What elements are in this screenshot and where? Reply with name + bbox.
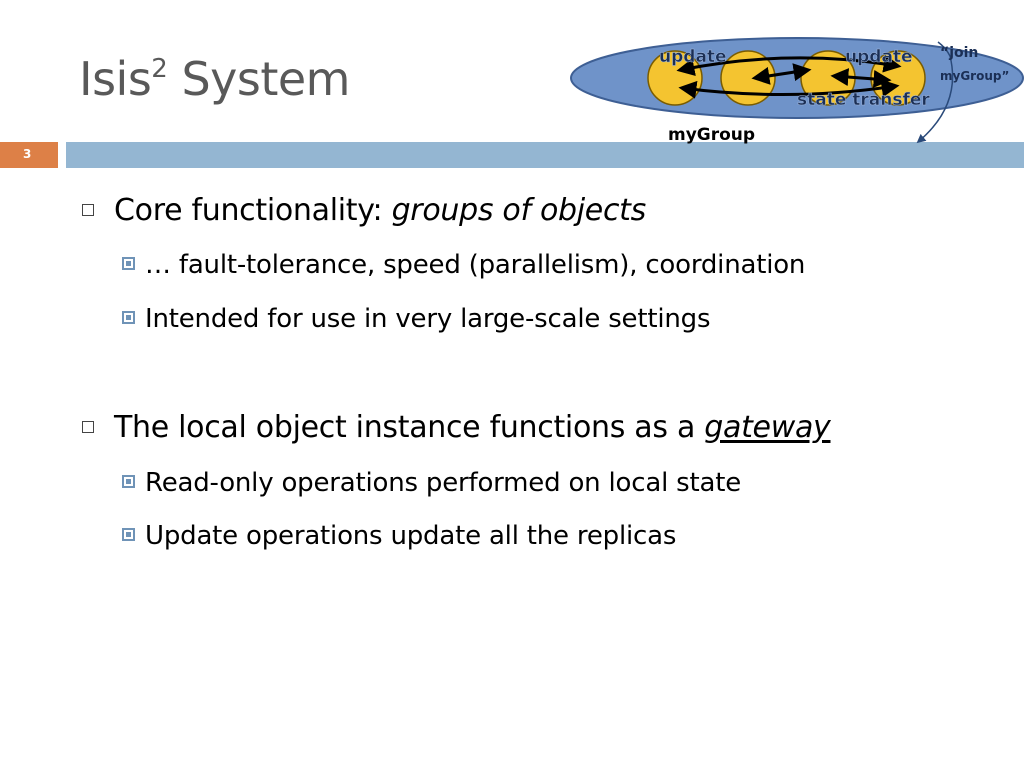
- sub-bullet-1-1: … fault-tolerance, speed (parallelism), …: [122, 250, 805, 280]
- bullet-box-icon: [82, 204, 94, 216]
- sub-bullet-1-1-text: … fault-tolerance, speed (parallelism), …: [145, 250, 806, 280]
- sub-bullet-2-2: Update operations update all the replica…: [122, 521, 676, 551]
- sub-bullet-icon: [122, 475, 135, 488]
- slide-number: 3: [23, 147, 32, 161]
- update-label-right: update: [845, 47, 913, 67]
- sub-bullet-icon: [122, 528, 135, 541]
- header-bar: [66, 142, 1024, 168]
- sub-bullet-2-2-text: Update operations update all the replica…: [145, 521, 677, 551]
- title-superscript: 2: [151, 53, 168, 84]
- join-label-line2: myGroup”: [940, 69, 1009, 83]
- join-arrow: [916, 55, 954, 144]
- update-arrow-bottom: [678, 79, 900, 99]
- bullet-2-emphasis: gateway: [704, 410, 831, 445]
- bullet-2: The local object instance functions as a…: [82, 410, 831, 445]
- update-arrow-mid-right: [830, 68, 892, 88]
- group-diagram: update update state transfer “join myGro…: [570, 37, 1024, 145]
- sub-bullet-2-1-text: Read-only operations performed on local …: [145, 468, 742, 498]
- update-arrow-mid-left: [751, 63, 812, 85]
- bullet-2-text: The local object instance functions as a: [114, 410, 705, 445]
- sub-bullet-1-2-text: Intended for use in very large-scale set…: [145, 304, 711, 334]
- group-name-label: myGroup: [668, 125, 755, 145]
- bullet-1-emphasis: groups of objects: [391, 193, 647, 228]
- sub-bullet-icon: [122, 257, 135, 270]
- join-arrow-tail: [937, 41, 951, 57]
- update-arrow-top: [676, 54, 902, 77]
- sub-bullet-2-1: Read-only operations performed on local …: [122, 468, 741, 498]
- bullet-1-text: Core functionality:: [114, 193, 392, 228]
- slide-number-box: 3: [0, 142, 58, 168]
- slide-title: Isis2 System: [79, 52, 350, 106]
- bullet-1: Core functionality: groups of objects: [82, 193, 646, 228]
- update-label-left: update: [659, 47, 727, 67]
- bullet-box-icon: [82, 421, 94, 433]
- sub-bullet-1-2: Intended for use in very large-scale set…: [122, 304, 710, 334]
- state-transfer-label: state transfer: [797, 90, 930, 110]
- sub-bullet-icon: [122, 311, 135, 324]
- join-label-line1: “join: [940, 45, 978, 61]
